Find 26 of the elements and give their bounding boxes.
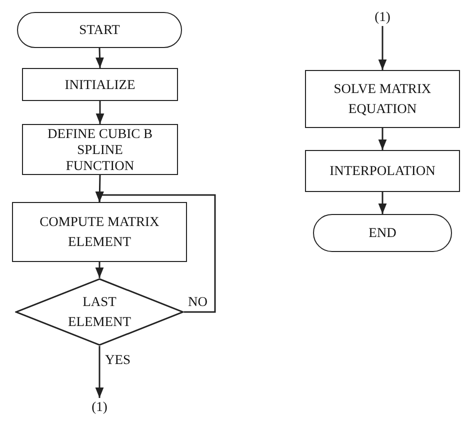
node-label: END	[368, 224, 398, 242]
arrow	[95, 346, 104, 398]
arrow	[96, 48, 104, 68]
node-label: INITIALIZE	[64, 76, 136, 94]
arrow	[378, 192, 387, 214]
terminal-shape	[313, 214, 452, 252]
process-box	[305, 70, 460, 128]
arrow	[95, 262, 104, 278]
node-label: SOLVE MATRIX EQUATION	[332, 80, 432, 118]
arrow	[95, 192, 216, 313]
node-label: DEFINE CUBIC B SPLINE FUNCTION	[46, 126, 154, 174]
edge-label: YES	[104, 352, 132, 368]
edge-label: NO	[187, 294, 208, 310]
node-label: COMPUTE MATRIX ELEMENT	[38, 213, 160, 251]
node-label: LAST ELEMENT	[67, 293, 132, 331]
node-label: INTERPOLATION	[328, 162, 436, 180]
process-box	[22, 68, 178, 101]
node-label: START	[78, 21, 121, 39]
terminal-shape	[17, 12, 182, 48]
process-box	[22, 124, 178, 175]
process-box	[12, 202, 187, 262]
arrow	[378, 26, 387, 70]
process-box	[305, 150, 460, 192]
arrow	[96, 101, 104, 124]
arrow	[378, 128, 387, 150]
decision-diamond	[15, 278, 184, 346]
